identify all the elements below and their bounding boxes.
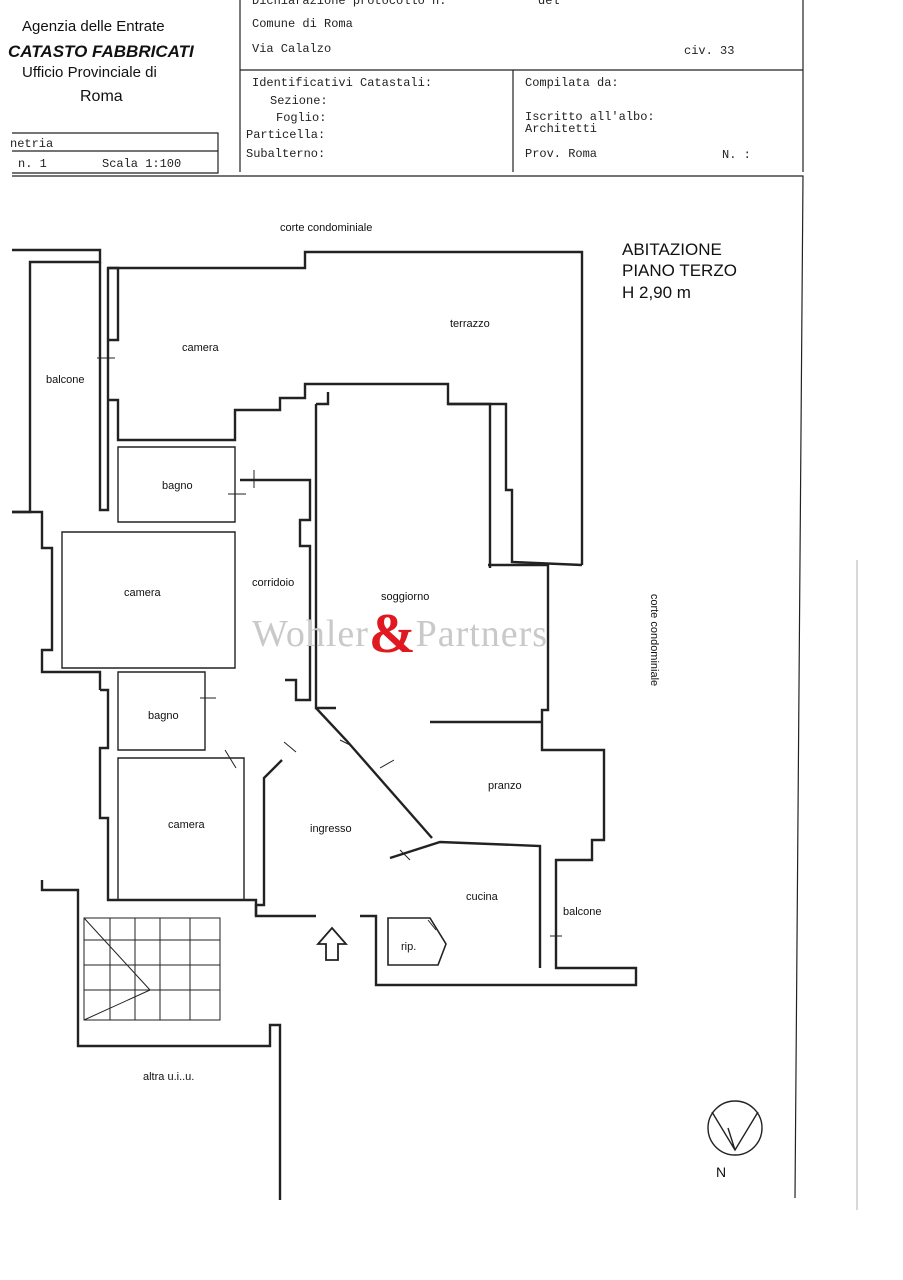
albo-value: Architetti — [525, 122, 598, 136]
room-altra-uiu: altra u.i..u. — [143, 1071, 195, 1083]
protocol-label: Dichiarazione protocollo n. — [252, 0, 447, 8]
id-title: Identificativi Catastali: — [252, 76, 433, 90]
corte-top-label: corte condominiale — [280, 222, 373, 234]
numero-label: N. : — [722, 148, 751, 162]
watermark: Wohler&Partners — [252, 596, 549, 665]
scale-box — [12, 132, 219, 174]
north-arrow-icon — [707, 1100, 763, 1156]
room-balcone-right: balcone — [563, 906, 602, 918]
catasto-title: CATASTO FABBRICATI — [8, 42, 194, 61]
walls — [12, 248, 638, 1200]
door-marks — [97, 357, 582, 937]
planimetria-label: netria — [10, 137, 54, 151]
del-label: del — [538, 0, 560, 8]
comune-value: Comune di Roma — [252, 17, 353, 31]
room-terrazzo: terrazzo — [450, 318, 490, 330]
corte-right-label: corte condominiale — [648, 593, 661, 687]
iscritto-label: Iscritto all'albo: — [525, 110, 655, 124]
scale-label: Scala 1:100 — [102, 157, 182, 171]
page-frame — [12, 175, 804, 1199]
room-cucina: cucina — [466, 891, 498, 903]
scheda-number: n. 1 — [18, 157, 47, 171]
watermark-right: Partners — [415, 613, 549, 655]
sezione-label: Sezione: — [270, 94, 328, 108]
room-pranzo: pranzo — [488, 780, 522, 792]
entry-arrow — [316, 926, 348, 961]
room-balcone-left: balcone — [46, 374, 85, 386]
plan-title-2: PIANO TERZO — [622, 261, 737, 280]
watermark-left: Wohler — [252, 613, 369, 655]
prov-value: Prov. Roma — [525, 147, 598, 161]
room-camera-1: camera — [182, 342, 219, 354]
stairs — [83, 917, 221, 1021]
room-bagno-1: bagno — [162, 480, 193, 492]
room-corridoio: corridoio — [252, 577, 295, 589]
room-soggiorno: soggiorno — [381, 591, 430, 603]
via-value: Via Calalzo — [252, 42, 332, 56]
particella-label: Particella: — [246, 128, 326, 142]
agency-name: Agenzia delle Entrate — [22, 18, 165, 35]
subalterno-label: Subalterno: — [246, 147, 326, 161]
room-camera-3: camera — [168, 819, 205, 831]
compilata-label: Compilata da: — [525, 76, 619, 90]
room-bagno-2: bagno — [148, 710, 179, 722]
room-ripostiglio: rip. — [401, 941, 417, 953]
watermark-amp: & — [368, 603, 416, 665]
header-frame — [239, 0, 804, 172]
room-ingresso: ingresso — [310, 823, 352, 835]
plan-title-3: H 2,90 m — [622, 283, 691, 302]
room-camera-2: camera — [124, 587, 161, 599]
civico-value: civ. 33 — [684, 44, 735, 58]
foglio-label: Foglio: — [276, 111, 327, 125]
plan-title-1: ABITAZIONE — [622, 240, 722, 259]
office-city: Roma — [80, 88, 123, 105]
office-name: Ufficio Provinciale di — [22, 64, 157, 81]
north-label: N — [716, 1164, 727, 1180]
